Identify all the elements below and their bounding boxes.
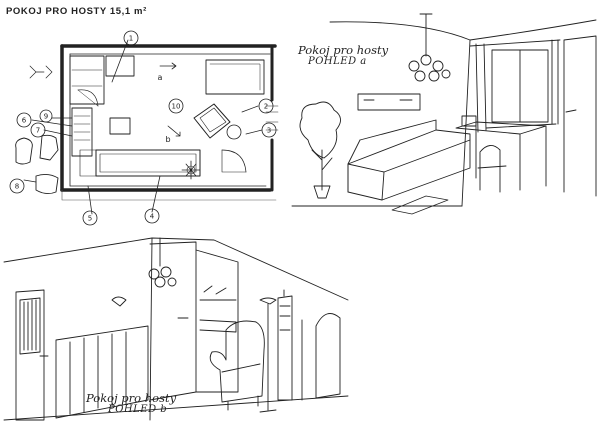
marker-5: 5 — [88, 215, 92, 223]
marker-3: 3 — [267, 127, 271, 135]
view-a-caption: Pokoj pro hosty POHLED a — [298, 44, 388, 68]
marker-7: 7 — [36, 127, 40, 135]
view-b-caption-line1: Pokoj pro hosty — [86, 391, 177, 405]
marker-10: 10 — [172, 103, 181, 111]
marker-2: 2 — [264, 103, 268, 111]
marker-4: 4 — [150, 213, 155, 221]
floor-plan: 1 2 3 4 5 6 7 8 9 10 a b — [9, 30, 279, 226]
marker-8: 8 — [15, 183, 19, 191]
marker-1: 1 — [129, 35, 133, 43]
page-title: POKOJ PRO HOSTY 15,1 m² — [6, 6, 147, 17]
view-b-caption: Pokoj pro hosty POHLED b — [86, 392, 176, 416]
view-a-caption-line1: Pokoj pro hosty — [298, 43, 389, 57]
marker-9: 9 — [44, 113, 48, 121]
view-a-sketch — [291, 13, 597, 215]
view-label-b: b — [165, 135, 170, 144]
view-label-a: a — [158, 73, 163, 82]
view-a-caption-line2: POHLED a — [308, 56, 367, 67]
marker-6: 6 — [22, 117, 27, 125]
view-b-caption-line2: POHLED b — [108, 404, 168, 415]
view-b-sketch — [3, 237, 349, 421]
